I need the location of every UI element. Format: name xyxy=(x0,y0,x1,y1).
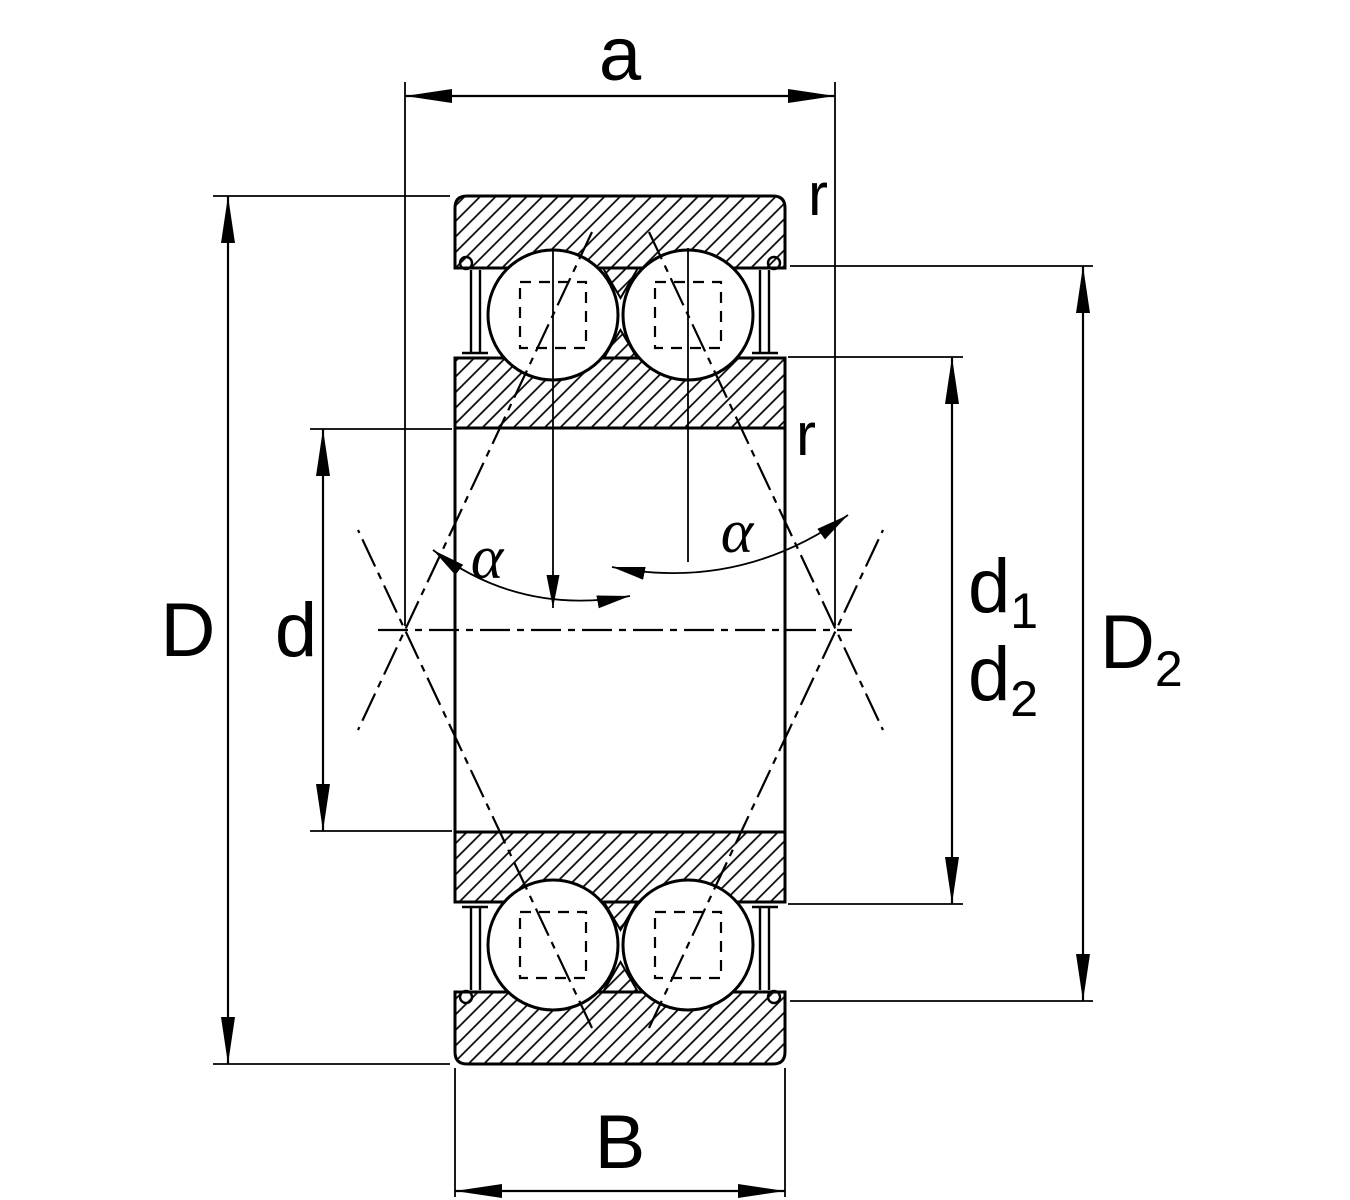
contact-line xyxy=(648,529,884,1029)
contact-line xyxy=(357,529,593,1029)
inner-ring-bottom-section xyxy=(453,830,787,904)
angle-arc-right xyxy=(611,514,849,580)
dimension-d1-d2: d1 d2 xyxy=(788,356,1038,905)
label-alpha-right: α xyxy=(721,498,755,566)
inner-ring-top-section xyxy=(453,356,787,430)
outer-ring-rib xyxy=(601,267,640,300)
label-d: d xyxy=(275,588,317,673)
label-r-outer: r xyxy=(808,161,828,228)
label-d1: d1 xyxy=(968,544,1038,639)
seal-left xyxy=(458,905,488,1005)
seal-left xyxy=(458,255,488,355)
dimension-d: d xyxy=(275,428,452,832)
angle-arc-left xyxy=(432,549,631,609)
cage-pocket xyxy=(653,280,723,350)
label-B: B xyxy=(595,1100,646,1185)
contact-angle-construction xyxy=(432,248,849,609)
inner-ring-rib xyxy=(602,328,639,359)
dimension-D2: D2 xyxy=(790,265,1183,1002)
label-D: D xyxy=(161,588,216,673)
label-alpha-left: α xyxy=(471,524,505,592)
outer-ring-top-section xyxy=(453,194,787,270)
dimension-D: D xyxy=(161,195,450,1065)
inner-ring-rib xyxy=(602,901,639,932)
seal-right xyxy=(752,255,782,355)
cage-pocket xyxy=(518,280,588,350)
label-d2: d2 xyxy=(968,632,1038,727)
label-D2: D2 xyxy=(1100,600,1183,697)
label-r-inner: r xyxy=(796,401,816,468)
outer-ring-rib xyxy=(601,960,640,993)
outer-ring-bottom-section xyxy=(453,990,787,1066)
cage-pocket xyxy=(653,910,723,980)
dimension-a: a xyxy=(404,12,836,626)
cage-pocket xyxy=(518,910,588,980)
label-a: a xyxy=(599,12,642,97)
seal-right xyxy=(752,905,782,1005)
dimension-B: B xyxy=(454,1068,786,1198)
